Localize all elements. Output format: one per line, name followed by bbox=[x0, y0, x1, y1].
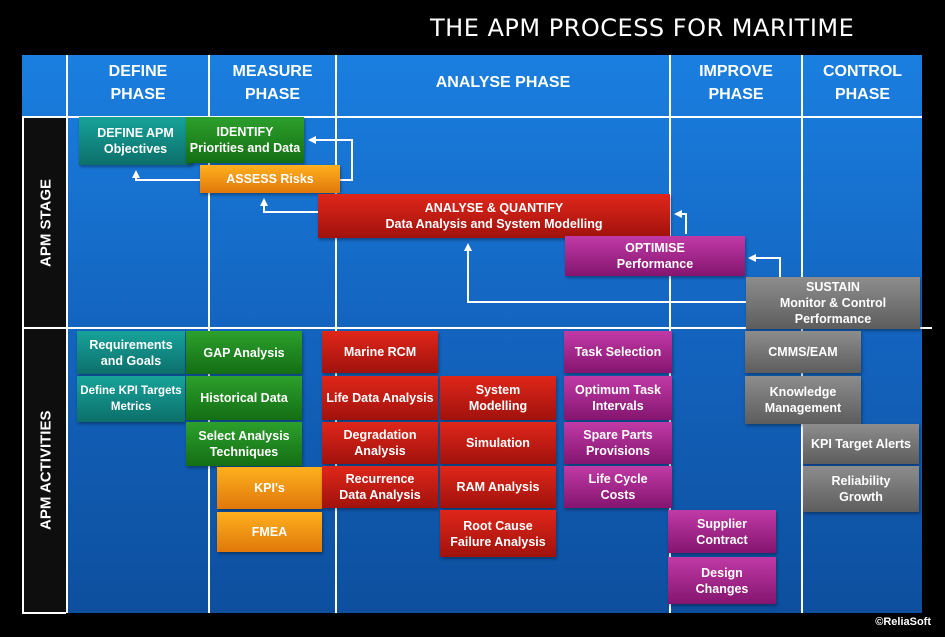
column-divider bbox=[66, 55, 68, 613]
control-phase-header: CONTROL PHASE bbox=[822, 63, 903, 103]
activity-life-data-analysis: Life Data Analysis bbox=[322, 376, 438, 420]
optimise-box: OPTIMISE Performance bbox=[565, 236, 745, 276]
arrow-assess-to-define bbox=[132, 170, 200, 181]
improve-phase-header: IMPROVE PHASE bbox=[699, 63, 773, 103]
activity-fmea: FMEA bbox=[217, 512, 322, 552]
activity-simulation: Simulation bbox=[440, 422, 556, 464]
arrow-sustain-to-optimise bbox=[748, 254, 781, 278]
assess-box: ASSESS Risks bbox=[200, 165, 340, 193]
activity-select-analysis-techniques: Select Analysis Techniques bbox=[186, 422, 302, 466]
analyse-quantify-box: ANALYSE & QUANTIFY Data Analysis and Sys… bbox=[318, 194, 670, 238]
activity-kpi-target-alerts: KPI Target Alerts bbox=[803, 424, 919, 464]
activity-define-kpi-targets: Define KPI Targets Metrics bbox=[77, 376, 185, 422]
activity-knowledge-management: Knowledge Management bbox=[745, 376, 861, 424]
activity-historical-data: Historical Data bbox=[186, 376, 302, 420]
activity-kpis: KPI's bbox=[217, 467, 322, 509]
activity-root-cause-failure-analysis: Root Cause Failure Analysis bbox=[440, 510, 556, 557]
activity-ram-analysis: RAM Analysis bbox=[440, 466, 556, 508]
activity-marine-rcm: Marine RCM bbox=[322, 331, 438, 373]
activity-task-selection: Task Selection bbox=[564, 331, 672, 373]
arrow-analyse-to-assess bbox=[260, 198, 318, 213]
activity-supplier-contract: Supplier Contract bbox=[668, 510, 776, 553]
analyse-phase-header: ANALYSE PHASE bbox=[435, 74, 571, 91]
activity-requirements-goals: Requirements and Goals bbox=[77, 331, 185, 374]
define-apm-box: DEFINE APM Objectives bbox=[79, 117, 192, 165]
section-divider bbox=[22, 327, 932, 329]
copyright: ©ReliaSoft bbox=[875, 616, 931, 628]
header-divider bbox=[22, 116, 922, 118]
activities-sidebar: APM ACTIVITIES bbox=[22, 327, 66, 614]
activity-spare-parts-provisions: Spare Parts Provisions bbox=[564, 422, 672, 464]
define-phase-header: DEFINE PHASE bbox=[108, 63, 168, 103]
activity-cmms-eam: CMMS/EAM bbox=[745, 331, 861, 373]
activity-reliability-growth: Reliability Growth bbox=[803, 466, 919, 512]
sustain-box: SUSTAIN Monitor & Control Performance bbox=[746, 277, 920, 329]
arrow-assess-to-identify bbox=[308, 136, 353, 181]
activity-optimum-task-intervals: Optimum Task Intervals bbox=[564, 376, 672, 420]
activity-system-modelling: System Modelling bbox=[440, 376, 556, 420]
arrow-sustain-to-analyse bbox=[464, 243, 746, 303]
identify-box: IDENTIFY Priorities and Data bbox=[186, 117, 304, 163]
activity-gap-analysis: GAP Analysis bbox=[186, 331, 302, 374]
activity-recurrence-data-analysis: Recurrence Data Analysis bbox=[322, 466, 438, 508]
activity-life-cycle-costs: Life Cycle Costs bbox=[564, 466, 672, 508]
arrow-optimise-to-analyse bbox=[674, 210, 687, 234]
page-title: THE APM PROCESS FOR MARITIME bbox=[430, 14, 855, 42]
stage-sidebar: APM STAGE bbox=[22, 116, 66, 329]
measure-phase-header: MEASURE PHASE bbox=[232, 63, 313, 103]
activity-design-changes: Design Changes bbox=[668, 557, 776, 604]
activity-degradation-analysis: Degradation Analysis bbox=[322, 422, 438, 464]
